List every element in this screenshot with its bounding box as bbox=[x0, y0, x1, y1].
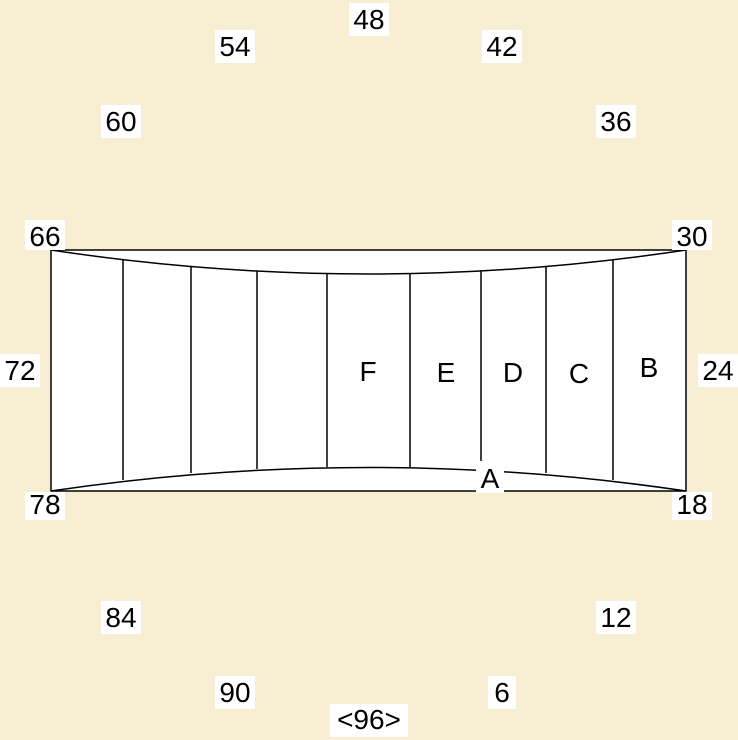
block-outline bbox=[50, 249, 687, 492]
perimeter-label-42: 42 bbox=[482, 30, 522, 63]
svg-text:12: 12 bbox=[600, 602, 631, 633]
perimeter-labels: 48 54 42 60 36 66 30 72 bbox=[0, 3, 738, 737]
svg-text:72: 72 bbox=[4, 355, 35, 386]
section-c[interactable]: C bbox=[569, 358, 589, 389]
section-b[interactable]: B bbox=[640, 352, 659, 383]
perimeter-label-72: 72 bbox=[0, 354, 40, 387]
perimeter-label-84: 84 bbox=[101, 601, 141, 634]
bottom-curve bbox=[50, 466, 687, 492]
svg-text:24: 24 bbox=[702, 355, 733, 386]
svg-text:66: 66 bbox=[29, 221, 60, 252]
svg-text:30: 30 bbox=[676, 221, 707, 252]
svg-text:18: 18 bbox=[676, 489, 707, 520]
svg-text:84: 84 bbox=[105, 602, 136, 633]
seating-block bbox=[50, 249, 687, 492]
perimeter-label-12: 12 bbox=[596, 601, 636, 634]
svg-text:6: 6 bbox=[494, 677, 510, 708]
section-f[interactable]: F bbox=[359, 356, 376, 387]
svg-text:90: 90 bbox=[219, 677, 250, 708]
svg-text:42: 42 bbox=[486, 31, 517, 62]
svg-text:78: 78 bbox=[29, 489, 60, 520]
top-curve bbox=[50, 249, 687, 275]
perimeter-label-90: 90 bbox=[215, 676, 255, 709]
perimeter-label-18: 18 bbox=[672, 489, 712, 520]
perimeter-label-54: 54 bbox=[215, 30, 255, 63]
perimeter-label-66: 66 bbox=[25, 220, 65, 252]
section-a[interactable]: A bbox=[481, 463, 500, 494]
perimeter-label-6: 6 bbox=[488, 676, 516, 709]
svg-text:54: 54 bbox=[219, 31, 250, 62]
svg-text:<96>: <96> bbox=[337, 704, 401, 735]
perimeter-label-60: 60 bbox=[101, 105, 141, 138]
perimeter-label-36: 36 bbox=[596, 105, 636, 138]
perimeter-label-96: <96> bbox=[330, 704, 408, 737]
perimeter-label-24: 24 bbox=[698, 354, 738, 387]
section-e[interactable]: E bbox=[437, 357, 456, 388]
section-d[interactable]: D bbox=[503, 357, 523, 388]
section-a-bg bbox=[476, 461, 504, 493]
svg-text:36: 36 bbox=[600, 106, 631, 137]
perimeter-label-48: 48 bbox=[349, 3, 389, 36]
svg-text:60: 60 bbox=[105, 106, 136, 137]
svg-text:48: 48 bbox=[353, 4, 384, 35]
perimeter-label-30: 30 bbox=[672, 220, 712, 252]
perimeter-label-78: 78 bbox=[25, 489, 65, 520]
section-labels: F E D C B A bbox=[359, 352, 658, 494]
